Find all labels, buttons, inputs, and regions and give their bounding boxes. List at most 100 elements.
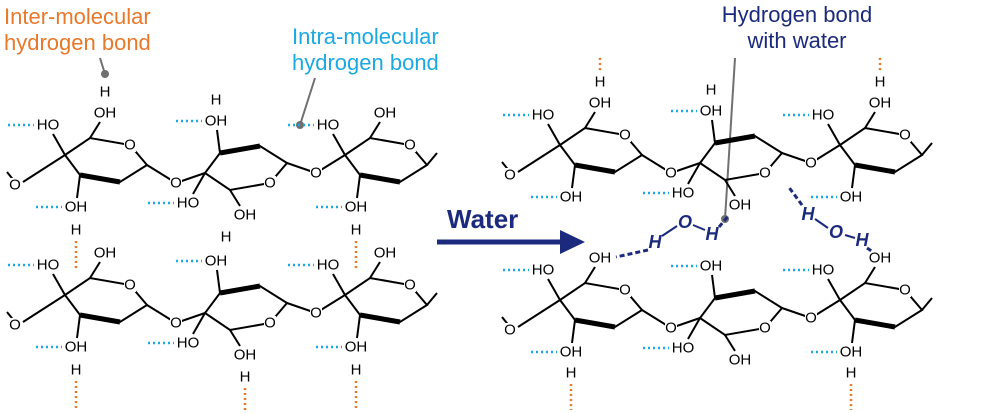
hydrogen-label: H: [71, 362, 82, 379]
inter-label-line1: Inter-molecular: [4, 4, 151, 29]
atom-mask: [619, 283, 631, 297]
hydroxyl-label: OH: [869, 95, 892, 112]
bond: [356, 174, 361, 199]
water-covalent-bond: [844, 234, 856, 239]
hydroxyl-label: HO: [672, 340, 695, 357]
hydrogen-label: H: [706, 82, 717, 99]
hydrogen-bonds: [8, 58, 882, 410]
glycosidic-oxygen: O: [310, 305, 322, 322]
hydroxyl-label: HO: [672, 185, 695, 202]
water-atom: O: [829, 222, 843, 242]
hydroxyl-label: OH: [589, 250, 612, 267]
glycosidic-oxygen: O: [805, 155, 817, 172]
atom-mask: [759, 166, 771, 180]
water-atom: H: [802, 204, 816, 224]
atom-mask: [310, 306, 322, 320]
glycosidic-oxygen: O: [805, 310, 817, 327]
water-atom: O: [678, 212, 692, 232]
intra-label-line2: hydrogen bond: [292, 50, 439, 75]
bond: [369, 261, 381, 279]
bond: [864, 266, 876, 284]
glycosidic-oxygen: O: [310, 165, 322, 182]
bond: [229, 189, 241, 207]
atom-mask: [264, 316, 276, 330]
water-bond-label: Hydrogen bond with water: [712, 2, 882, 54]
hydroxyl-label: HO: [37, 117, 60, 134]
ring-bold-edge: [79, 172, 121, 185]
bond: [547, 278, 561, 301]
hydroxyl-label: OH: [729, 197, 752, 214]
hydrogen-label: H: [221, 229, 232, 246]
atom-mask: [170, 176, 182, 190]
bond: [851, 164, 856, 189]
water-hbond: [717, 214, 731, 228]
bond: [229, 329, 241, 347]
hydroxyl-label: OH: [560, 189, 583, 206]
hydrogen-label: H: [211, 92, 222, 109]
hydroxyl-label: OH: [374, 105, 397, 122]
bond: [724, 334, 736, 352]
glucose-ring: [52, 121, 149, 199]
atom-mask: [759, 321, 771, 335]
bond: [571, 319, 576, 344]
atom-labels: OOHHOOHOOHHOOHOOHHOOHOOOOOHHOOHOOHHOOHOO…: [9, 74, 911, 386]
ring-oxygen: O: [899, 127, 911, 144]
water-hbond: [866, 246, 874, 254]
hydroxyl-label: OH: [234, 347, 257, 364]
atom-mask: [9, 178, 21, 192]
atom-mask: [9, 318, 21, 332]
ring-oxygen: O: [404, 137, 416, 154]
hydroxyl-label: HO: [37, 257, 60, 274]
glycosidic-oxygen: O: [170, 175, 182, 192]
hydrogen-label: H: [351, 222, 362, 239]
glycosidic-oxygen: O: [170, 315, 182, 332]
glucose-ring: [52, 261, 149, 339]
ring-oxygen: O: [404, 277, 416, 294]
glucose-ring: [687, 119, 784, 197]
hydroxyl-label: OH: [345, 199, 368, 216]
water-atom: H: [649, 232, 663, 252]
atom-mask: [404, 278, 416, 292]
water-covalent-bond: [814, 218, 829, 229]
ring-bold-edge: [574, 317, 616, 330]
bond: [571, 164, 576, 189]
hydroxyl-label: OH: [729, 352, 752, 369]
ring-bold-edge: [714, 288, 756, 301]
hydrogen-label: H: [351, 362, 362, 379]
bond: [711, 119, 716, 144]
hydroxyl-label: OH: [345, 339, 368, 356]
hydrogen-label: H: [846, 365, 857, 382]
water-atom: H: [706, 224, 720, 244]
bond: [76, 314, 81, 339]
ring-bold-edge: [79, 312, 121, 325]
hydroxyl-label: OH: [700, 258, 723, 275]
ring-bold-edge: [359, 312, 401, 325]
ring-bold-edge: [219, 283, 261, 296]
atom-mask: [619, 128, 631, 142]
hydroxyl-label: OH: [65, 199, 88, 216]
atom-mask: [124, 278, 136, 292]
leader-dot-icon: [101, 70, 109, 78]
atom-mask: [170, 316, 182, 330]
bond: [827, 123, 841, 146]
leader-line: [299, 77, 316, 126]
ring-bold-edge: [219, 143, 261, 156]
ring-oxygen: O: [124, 277, 136, 294]
terminal-bond: [22, 154, 66, 183]
glucose-ring: [332, 121, 429, 199]
terminal-bond: [517, 144, 561, 173]
bond: [216, 269, 221, 294]
bond: [52, 273, 66, 296]
ring-bold-edge: [359, 172, 401, 185]
atom-mask: [665, 166, 677, 180]
ring-bold-edge: [854, 162, 896, 175]
bond: [584, 266, 596, 284]
ring-bold-edge: [574, 162, 616, 175]
atom-mask: [124, 138, 136, 152]
terminal-bond: [426, 292, 438, 306]
terminal-bond: [517, 299, 561, 328]
atom-mask: [805, 156, 817, 170]
hydroxyl-label: OH: [234, 207, 257, 224]
atom-mask: [310, 166, 322, 180]
hydroxyl-label: OH: [869, 250, 892, 267]
